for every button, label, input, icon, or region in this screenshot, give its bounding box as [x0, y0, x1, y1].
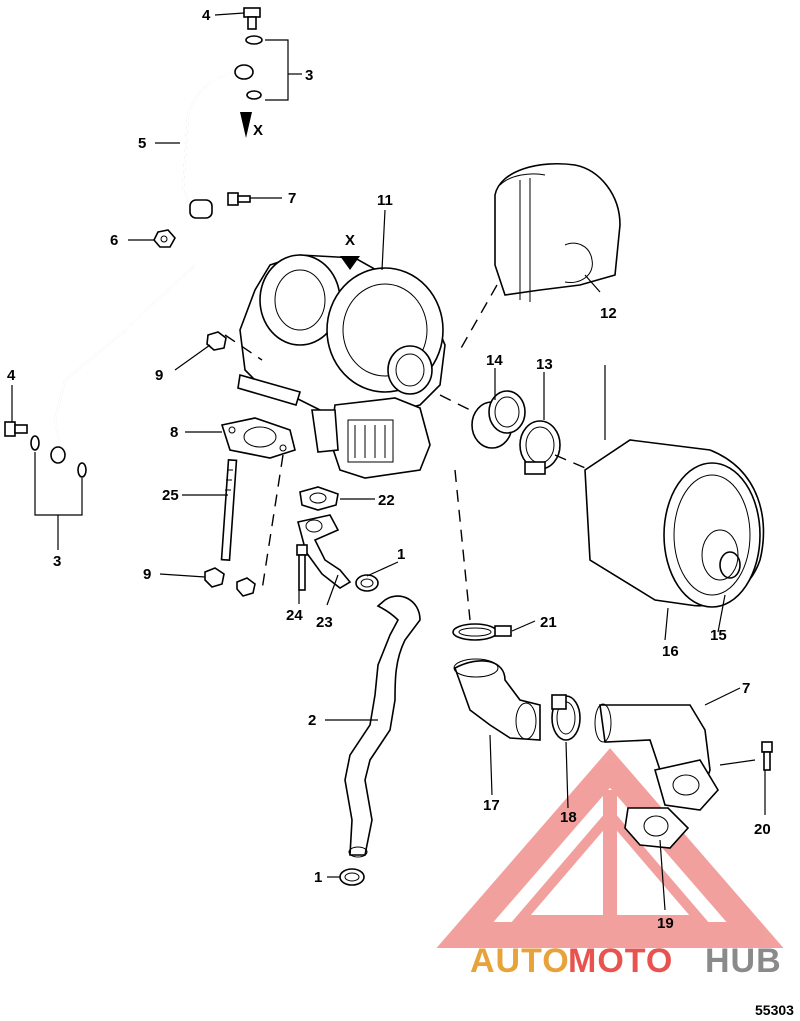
callout-25: 25 [162, 487, 179, 504]
callout-23: 23 [316, 614, 333, 631]
nut-9-upper [206, 331, 227, 351]
gasket-8 [220, 417, 296, 459]
callout-11: 11 [377, 192, 393, 209]
callout-21: 21 [540, 614, 557, 631]
washer-left-2 [77, 462, 87, 478]
callout-x-turbo: X [345, 232, 355, 249]
callout-6: 6 [110, 232, 118, 249]
clamp-1-lower [339, 868, 365, 886]
callout-1-lower: 1 [314, 869, 322, 886]
assembly-lines [224, 284, 756, 766]
washer-left-1 [30, 435, 40, 451]
bolt-24 [296, 544, 308, 591]
figure-id: 55303 [755, 1002, 794, 1018]
intake-pipe-7 [594, 703, 719, 811]
callout-17: 17 [483, 797, 500, 814]
callout-x-top: X [253, 122, 263, 139]
callout-9-upper: 9 [155, 367, 163, 384]
callout-20: 20 [754, 821, 771, 838]
elbow-17 [453, 658, 541, 741]
drain-hose-2 [344, 595, 421, 858]
drain-tube-23 [297, 514, 352, 589]
watermark-text: AUTO MOTO HUB [470, 942, 782, 980]
callout-12: 12 [600, 305, 617, 322]
reference-arrow-top [240, 112, 252, 138]
callout-8: 8 [170, 424, 178, 441]
clamp-1-upper [355, 574, 379, 592]
watermark-auto: AUTO [470, 942, 570, 980]
callout-16: 16 [662, 643, 679, 660]
bolt-20 [761, 741, 773, 771]
callout-3-left: 3 [53, 553, 61, 570]
watermark-logo [436, 748, 784, 948]
clamp-21 [452, 623, 512, 641]
watermark-hub: HUB [705, 942, 782, 980]
callout-4-top: 4 [202, 7, 211, 24]
oil-feed-line [50, 64, 254, 464]
gasket-22 [299, 486, 339, 511]
callout-3-top: 3 [305, 67, 313, 84]
callout-18: 18 [560, 809, 577, 826]
callout-5: 5 [138, 135, 146, 152]
gasket-19 [624, 807, 690, 849]
callout-2: 2 [308, 712, 316, 729]
callout-labels: 4 3 X 5 7 6 11 X 12 9 14 13 4 8 25 22 3 … [7, 7, 771, 932]
clamp-18 [551, 694, 581, 741]
washer-top-1 [245, 35, 263, 45]
turbocharger [237, 254, 446, 479]
coupler-14 [471, 390, 526, 449]
nut-9-lower [204, 567, 256, 597]
callout-13: 13 [536, 356, 553, 373]
callout-9-lower: 9 [143, 566, 151, 583]
callout-19: 19 [657, 915, 674, 932]
washer-top-2 [246, 90, 262, 100]
banjo-bolt-top [243, 7, 261, 30]
stud-25 [220, 458, 238, 562]
callout-7-lower: 7 [742, 680, 750, 697]
banjo-bolt-left [4, 421, 28, 437]
callout-14: 14 [486, 352, 503, 369]
callout-22: 22 [378, 492, 395, 509]
callout-4-left: 4 [7, 367, 16, 384]
watermark-moto: MOTO [568, 942, 673, 980]
air-filter-cover-12 [494, 162, 621, 302]
leader-lines [11, 12, 766, 911]
air-filter-15-16 [584, 439, 765, 608]
callout-7-upper: 7 [288, 190, 296, 207]
callout-15: 15 [710, 627, 727, 644]
callout-24: 24 [286, 607, 303, 624]
bolt-7 [227, 192, 251, 206]
callout-1-upper: 1 [397, 546, 405, 563]
clamp-13 [519, 420, 561, 475]
